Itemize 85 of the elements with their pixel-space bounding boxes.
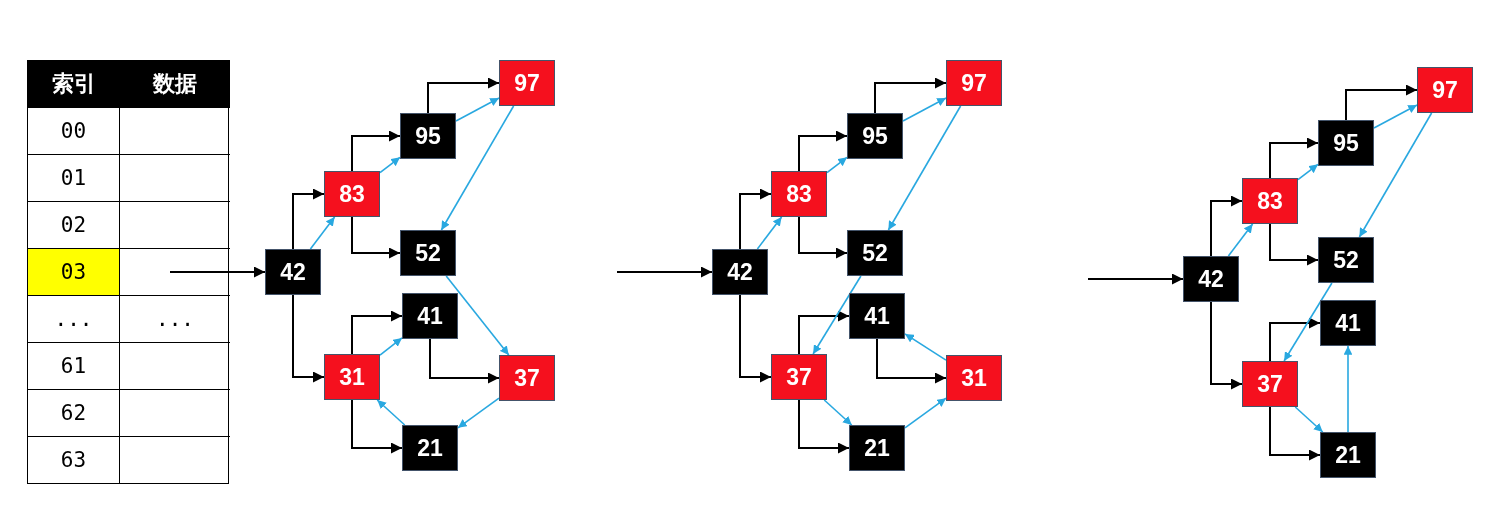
tree-node: 95 (1318, 120, 1374, 166)
arrow (351, 399, 403, 454)
arrow (292, 188, 325, 250)
tree-node: 83 (771, 171, 827, 217)
arrow (427, 77, 500, 114)
arrow (1269, 223, 1319, 266)
tree-node: 83 (324, 171, 380, 217)
arrow (874, 77, 947, 114)
arrow (379, 337, 403, 356)
arrow (455, 97, 500, 122)
tree-node: 52 (847, 230, 903, 276)
arrow (292, 294, 325, 383)
arrow (1269, 406, 1321, 461)
tree-node: 97 (946, 60, 1002, 106)
tree-node: 21 (1320, 432, 1376, 478)
tree-node: 97 (1417, 67, 1473, 113)
arrow (1294, 406, 1324, 433)
table-cell: 00 (28, 107, 120, 154)
arrow (1269, 317, 1321, 362)
tree-node: 41 (1320, 300, 1376, 346)
arrow (376, 399, 406, 426)
arrow (309, 216, 336, 250)
table-cell: 01 (28, 154, 120, 201)
arrow (823, 399, 853, 426)
tree-node: 95 (400, 113, 456, 159)
tree-node: 37 (1242, 361, 1298, 407)
arrow (812, 275, 862, 355)
arrow (1210, 301, 1243, 390)
tree-node: 52 (1318, 237, 1374, 283)
table-cell: 03 (28, 248, 120, 295)
tree-node: 37 (499, 355, 555, 401)
arrow (351, 130, 401, 172)
arrow (429, 338, 500, 384)
tree-node: 83 (1242, 178, 1298, 224)
arrow (1269, 137, 1319, 179)
arrow (798, 216, 848, 259)
arrow (351, 310, 403, 355)
arrow (902, 97, 947, 122)
arrow (351, 216, 401, 259)
arrow (904, 333, 947, 361)
arrow (1343, 345, 1353, 433)
arrow (1227, 223, 1254, 257)
arrow (876, 338, 947, 384)
table-cell: 61 (28, 342, 120, 389)
arrow (887, 105, 962, 231)
arrow (1297, 163, 1319, 181)
arrow (457, 397, 500, 429)
arrow (169, 266, 266, 278)
arrow (1358, 112, 1433, 238)
arrow (739, 188, 772, 250)
arrow (1345, 84, 1418, 121)
tree-node: 37 (771, 354, 827, 400)
arrow (798, 399, 850, 454)
arrow (1283, 282, 1333, 362)
arrow (904, 397, 947, 429)
tree-node: 42 (712, 249, 768, 295)
arrow (798, 130, 848, 172)
arrow (826, 156, 848, 174)
table-header-cell: 数据 (120, 60, 230, 107)
table-cell: 63 (28, 436, 120, 483)
tree-node: 21 (402, 425, 458, 471)
arrow (1087, 273, 1184, 285)
tree-node: 52 (400, 230, 456, 276)
arrow (616, 266, 713, 278)
tree-node: 31 (946, 355, 1002, 401)
tree-node: 97 (499, 60, 555, 106)
arrow (1210, 195, 1243, 257)
arrow (1373, 104, 1418, 129)
tree-node: 21 (849, 425, 905, 471)
tree-node: 42 (265, 249, 321, 295)
table-cell: ... (120, 295, 230, 342)
tree-node: 41 (402, 293, 458, 339)
arrow (445, 275, 510, 356)
arrow (739, 294, 772, 383)
tree-node: 31 (324, 354, 380, 400)
arrow (440, 105, 515, 231)
tree-node: 41 (849, 293, 905, 339)
arrow (798, 310, 850, 355)
arrow (756, 216, 783, 250)
table-cell: 62 (28, 389, 120, 436)
tree-node: 42 (1183, 256, 1239, 302)
table-cell: ... (28, 295, 120, 342)
arrow (379, 156, 401, 174)
tree-node: 95 (847, 113, 903, 159)
table-header-cell: 索引 (28, 60, 120, 107)
